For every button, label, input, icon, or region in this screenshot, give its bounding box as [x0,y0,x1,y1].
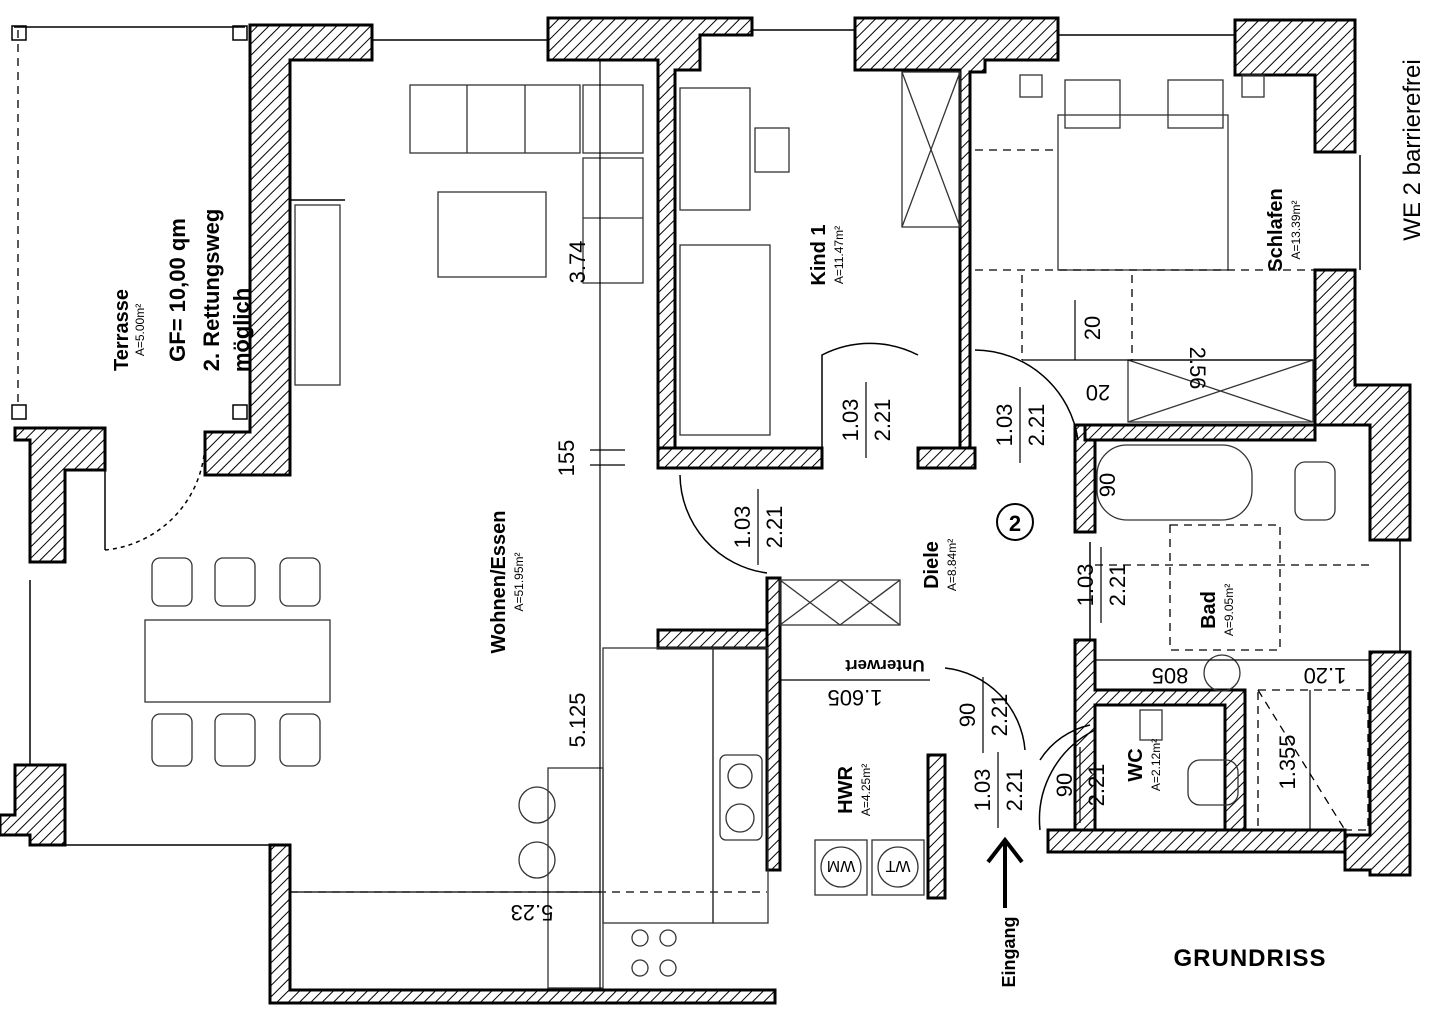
svg-text:1.03: 1.03 [1073,564,1098,607]
room-area: A=5.00m² [133,304,147,356]
svg-text:WM: WM [827,857,855,874]
svg-text:2.56: 2.56 [1185,347,1210,390]
room-name: WC [1125,748,1147,781]
exterior-walls [0,16,1412,1005]
svg-text:20: 20 [1086,380,1110,405]
room-wohnen: Wohnen/Essen A=51.95m² [488,511,526,654]
dim-1355: 1.355 [1275,734,1300,789]
room-area: A=51.95m² [512,552,526,611]
dim-20b: 20 [1086,380,1110,405]
door-swings [104,342,1096,831]
room-schlafen: Schlafen A=13.39m² [1265,188,1303,271]
dim-523: 5.23 [511,900,554,925]
room-area: A=2.12m² [1149,739,1163,791]
room-name: Schlafen [1265,188,1287,271]
furniture [144,71,1370,989]
svg-text:2.21: 2.21 [1002,769,1027,812]
door-kind-dim: 1.03 2.21 [838,382,895,458]
dim-1605: 1.605 [827,685,882,710]
unit-title: WE 2 barrierefrei [1399,59,1426,240]
dim-374: 3.74 [565,241,590,284]
svg-text:1.605: 1.605 [827,685,882,710]
svg-text:2.21: 2.21 [762,506,787,549]
svg-text:1.03: 1.03 [992,404,1017,447]
room-name: Terrasse [111,289,133,371]
svg-text:90: 90 [1052,773,1077,797]
door-wc-dim: 90 2.21 [1052,747,1109,823]
room-name: HWR [835,766,857,814]
room-area: A=8.84m² [945,539,959,591]
dim-90-bath: 90 [1095,473,1120,497]
svg-text:1.03: 1.03 [838,399,863,442]
svg-text:WE 2 barrierefrei: WE 2 barrierefrei [1399,59,1426,240]
svg-text:2.21: 2.21 [870,399,895,442]
label-unterwert: Unterwert [845,656,925,675]
svg-text:2.21: 2.21 [987,694,1012,737]
svg-text:1.20: 1.20 [1304,663,1347,688]
terrace-note-2: 2. Rettungsweg [199,209,224,372]
terrace-note-1: GF= 10,00 qm [165,218,190,362]
room-bad: Bad A=9.05m² [1198,584,1236,636]
dim-120: 1.20 [1304,663,1347,688]
room-name: Kind 1 [808,224,830,285]
unit-number-circle [996,503,1034,541]
door-entry-dim: 1.03 2.21 [970,752,1027,828]
svg-text:1.03: 1.03 [730,506,755,549]
label-wm: WM [827,857,855,874]
dim-20: 20 [1080,316,1105,340]
svg-text:155: 155 [554,440,579,477]
door-hwr-dim: 90 2.21 [955,677,1012,753]
dimension-lines [290,60,1370,990]
terrace-note: GF= 10,00 qm 2. Rettungsweg möglich [165,209,254,372]
dim-256: 2.56 [1185,347,1210,390]
svg-text:1.355: 1.355 [1275,734,1300,789]
label-wt: WT [885,857,910,874]
room-name: Bad [1198,591,1220,629]
svg-text:805: 805 [1152,663,1189,688]
dim-805: 805 [1152,663,1189,688]
svg-text:Unterwert: Unterwert [845,656,925,675]
svg-text:2.21: 2.21 [1105,564,1130,607]
svg-text:5.23: 5.23 [511,900,554,925]
room-name: Diele [921,541,943,589]
entrance-arrow-icon [986,836,1024,908]
room-name: Wohnen/Essen [488,511,510,654]
room-area: A=13.39m² [1289,200,1303,259]
room-hwr: HWR A=4.25m² [835,764,873,816]
svg-text:5.125: 5.125 [565,692,590,747]
unit-number: 2 [1009,511,1021,536]
svg-text:Eingang: Eingang [999,917,1019,988]
room-diele: Diele A=8.84m² [921,539,959,591]
dim-155: 155 [554,440,579,477]
room-kind: Kind 1 A=11.47m² [808,224,846,285]
svg-text:1.03: 1.03 [970,769,995,812]
plan-title: GRUNDRISS [1173,945,1326,972]
svg-text:WT: WT [885,857,910,874]
svg-text:20: 20 [1080,316,1105,340]
room-wc: WC A=2.12m² [1125,739,1163,791]
svg-text:90: 90 [1095,473,1120,497]
door-wohnen-dim: 1.03 2.21 [730,489,787,565]
room-terrasse: Terrasse A=5.00m² [111,289,147,371]
svg-text:2.21: 2.21 [1084,764,1109,807]
svg-text:2.21: 2.21 [1024,404,1049,447]
dim-5125: 5.125 [565,692,590,747]
svg-text:90: 90 [955,703,980,727]
terrace-outline [11,25,248,420]
door-bad-dim: 1.03 2.21 [1073,547,1130,623]
door-schlaf-dim: 1.03 2.21 [992,387,1049,463]
svg-text:3.74: 3.74 [565,241,590,284]
room-area: A=9.05m² [1222,584,1236,636]
entrance-label: Eingang [999,917,1019,988]
terrace-note-3: möglich [229,288,254,372]
room-area: A=4.25m² [859,764,873,816]
room-area: A=11.47m² [832,226,846,284]
